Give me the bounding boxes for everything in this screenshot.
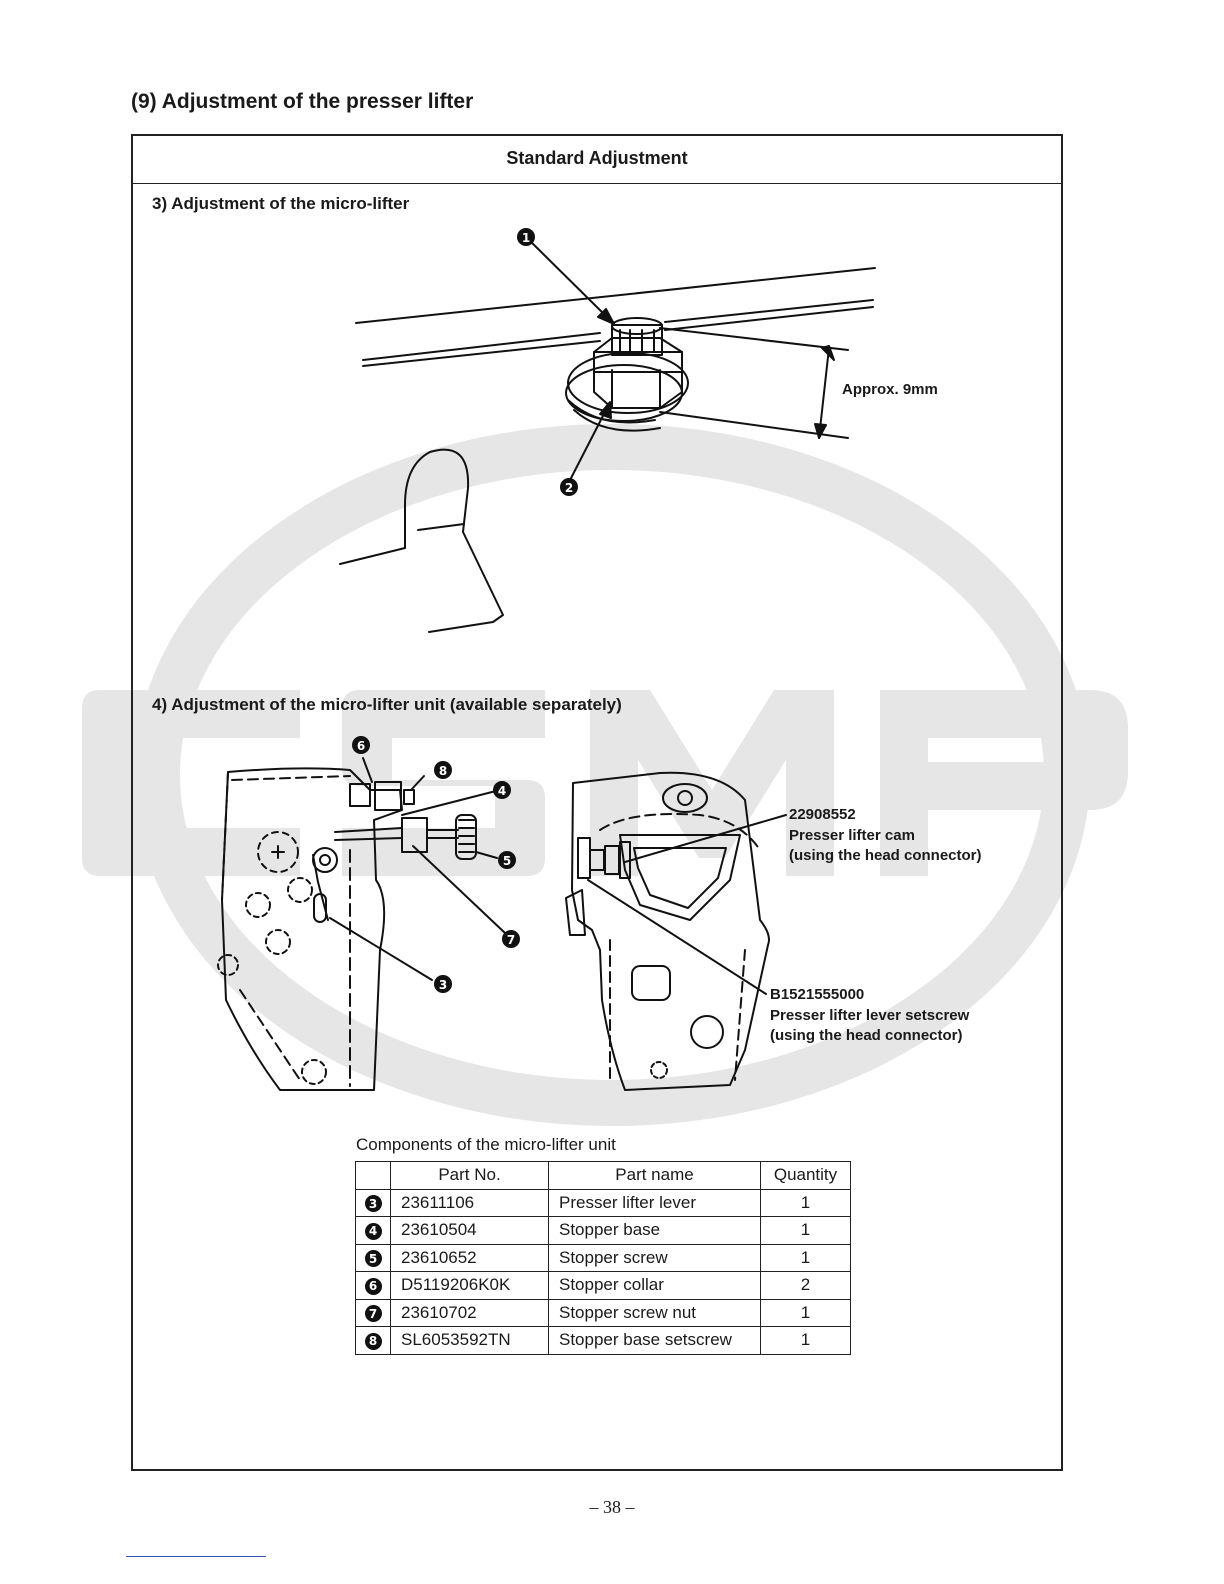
components-caption: Components of the micro-lifter unit	[356, 1135, 616, 1154]
part-name-cell: Stopper base	[548, 1216, 761, 1245]
part-name-cell: Stopper screw nut	[548, 1298, 761, 1327]
dimension-label: Approx. 9mm	[842, 381, 938, 398]
micro-lifter-illustration	[339, 237, 876, 633]
marker-1	[517, 228, 535, 246]
standard-adjustment-frame	[131, 134, 1063, 1471]
quantity-cell: 1	[760, 1298, 851, 1327]
micro-lifter-unit-right-illustration	[565, 771, 787, 1091]
cam-part-no: 22908552	[789, 806, 856, 823]
part-no-cell: SL6053592TN	[390, 1326, 549, 1355]
micro-lifter-heading: 3) Adjustment of the micro-lifter	[152, 194, 410, 213]
row-marker: 4	[364, 1222, 382, 1240]
marker-7-label: 7	[507, 933, 515, 947]
frame-header: Standard Adjustment	[131, 134, 1063, 184]
section-title: (9) Adjustment of the presser lifter	[131, 90, 474, 113]
header-part-name: Part name	[548, 1161, 761, 1190]
cam-part-name: Presser lifter cam	[789, 826, 915, 844]
components-table: Part No. Part name Quantity 3 23611106 P…	[355, 1161, 851, 1355]
marker-3	[434, 975, 452, 993]
cam-note: (using the head connector)	[789, 847, 982, 864]
row-marker: 6	[364, 1277, 382, 1295]
quantity-cell: 2	[760, 1271, 851, 1300]
quantity-cell: 1	[760, 1243, 851, 1272]
marker-5-label: 5	[503, 854, 511, 868]
part-name-cell: Stopper base setscrew	[548, 1326, 761, 1355]
marker-5	[498, 851, 516, 869]
marker-2-label: 2	[565, 481, 573, 495]
marker-8	[434, 761, 452, 779]
footer-rule	[126, 1556, 266, 1557]
part-name-cell: Presser lifter lever	[548, 1188, 761, 1217]
marker-8-label: 8	[439, 764, 447, 778]
marker-1-label: 1	[522, 231, 530, 245]
setscrew-note: (using the head connector)	[770, 1027, 963, 1044]
row-marker: 3	[364, 1195, 382, 1213]
marker-4	[493, 781, 511, 799]
marker-6-label: 6	[357, 739, 365, 753]
setscrew-part-no: B1521555000	[770, 986, 865, 1003]
row-marker: 7	[364, 1305, 382, 1323]
part-no-cell: D5119206K0K	[390, 1271, 549, 1300]
table-row: 6 D5119206K0K Stopper collar 2	[355, 1271, 851, 1300]
components-header-row: Part No. Part name Quantity	[355, 1161, 851, 1190]
setscrew-part-name: Presser lifter lever setscrew	[770, 1006, 970, 1024]
header-quantity: Quantity	[760, 1161, 851, 1190]
marker-6	[352, 736, 370, 754]
header-part-no: Part No.	[390, 1161, 549, 1190]
quantity-cell: 1	[760, 1188, 851, 1217]
table-row: 5 23610652 Stopper screw 1	[355, 1243, 851, 1272]
part-name-cell: Stopper collar	[548, 1271, 761, 1300]
part-no-cell: 23610652	[390, 1243, 549, 1272]
presser-lifter-cam-callout: 22908552 Presser lifter cam (using the h…	[789, 805, 982, 867]
row-marker: 8	[364, 1332, 382, 1350]
table-row: 7 23610702 Stopper screw nut 1	[355, 1298, 851, 1327]
page-number: – 38 –	[589, 1497, 635, 1517]
marker-7	[502, 930, 520, 948]
row-marker: 5	[364, 1250, 382, 1268]
part-no-cell: 23610504	[390, 1216, 549, 1245]
setscrew-callout: B1521555000 Presser lifter lever setscre…	[770, 985, 969, 1047]
marker-4-label: 4	[498, 784, 506, 798]
table-row: 3 23611106 Presser lifter lever 1	[355, 1188, 851, 1217]
quantity-cell: 1	[760, 1216, 851, 1245]
part-no-cell: 23611106	[390, 1188, 549, 1217]
header-mark	[355, 1161, 391, 1190]
part-name-cell: Stopper screw	[548, 1243, 761, 1272]
marker-2	[560, 478, 578, 496]
micro-lifter-unit-heading: 4) Adjustment of the micro-lifter unit (…	[152, 695, 622, 714]
table-row: 8 SL6053592TN Stopper base setscrew 1	[355, 1326, 851, 1355]
marker-3-label: 3	[439, 978, 447, 992]
part-no-cell: 23610702	[390, 1298, 549, 1327]
quantity-cell: 1	[760, 1326, 851, 1355]
table-row: 4 23610504 Stopper base 1	[355, 1216, 851, 1245]
micro-lifter-unit-left-illustration	[217, 757, 506, 1091]
